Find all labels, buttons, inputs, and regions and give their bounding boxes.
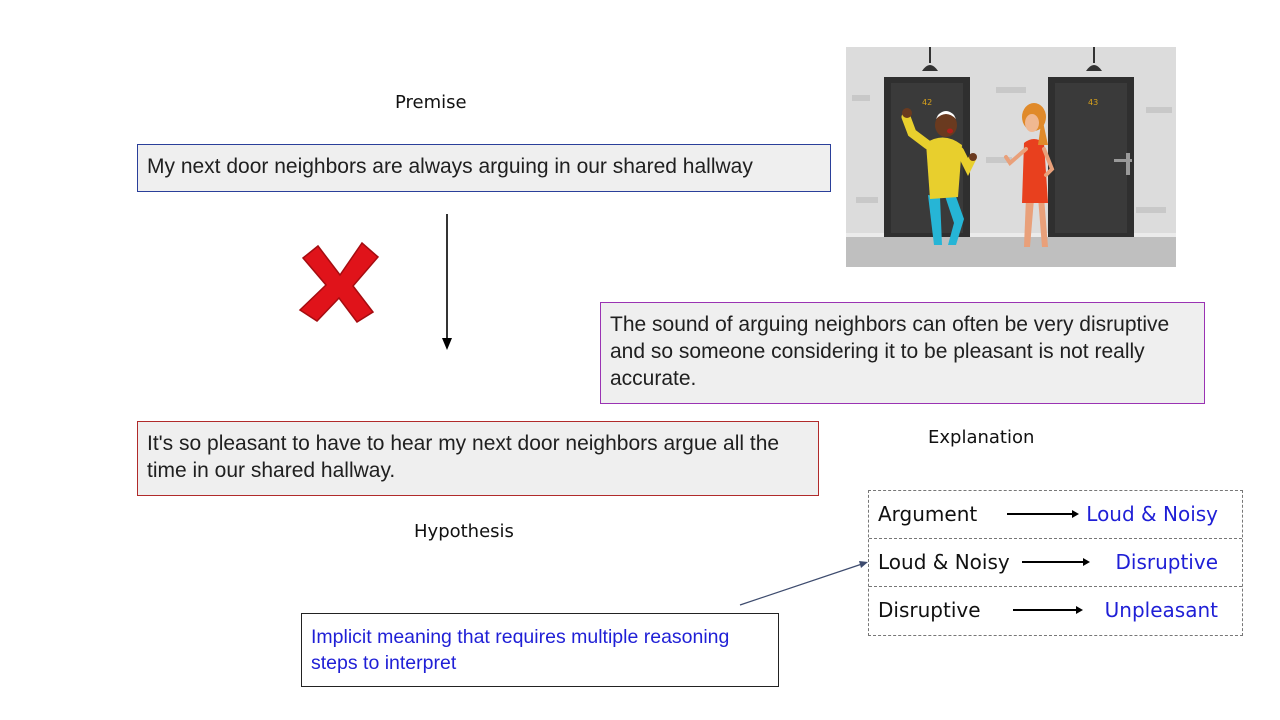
hypothesis-box: It's so pleasant to have to hear my next… xyxy=(137,421,819,496)
reasoning-step-row: Loud & Noisy Disruptive xyxy=(869,539,1242,587)
door-number-left: 42 xyxy=(922,98,932,107)
step-from: Argument xyxy=(878,502,978,526)
neighbors-arguing-illustration: 42 43 xyxy=(846,47,1176,267)
arrow-right-icon xyxy=(1013,606,1083,614)
reasoning-steps-table: Argument Loud & Noisy Loud & Noisy Disru… xyxy=(868,490,1243,636)
premise-text: My next door neighbors are always arguin… xyxy=(147,155,753,178)
arrow-right-icon xyxy=(1007,510,1079,518)
implicit-meaning-text: Implicit meaning that requires multiple … xyxy=(311,626,730,674)
implicit-pointer-arrow xyxy=(739,561,868,606)
step-from: Loud & Noisy xyxy=(878,550,1010,574)
step-to: Unpleasant xyxy=(1104,598,1218,622)
hypothesis-label: Hypothesis xyxy=(414,521,514,542)
implicit-meaning-box: Implicit meaning that requires multiple … xyxy=(301,613,779,687)
arrow-right-icon xyxy=(1022,558,1090,566)
cross-icon xyxy=(298,241,380,324)
step-to: Disruptive xyxy=(1115,550,1218,574)
explanation-box: The sound of arguing neighbors can often… xyxy=(600,302,1205,404)
door-number-right: 43 xyxy=(1088,98,1098,107)
reasoning-step-row: Argument Loud & Noisy xyxy=(869,491,1242,539)
explanation-text: The sound of arguing neighbors can often… xyxy=(610,313,1170,390)
premise-to-hypothesis-arrow xyxy=(442,214,452,350)
premise-box: My next door neighbors are always arguin… xyxy=(137,144,831,192)
hypothesis-text: It's so pleasant to have to hear my next… xyxy=(147,432,780,482)
step-from: Disruptive xyxy=(878,598,981,622)
step-to: Loud & Noisy xyxy=(1086,502,1218,526)
premise-label: Premise xyxy=(395,92,467,113)
reasoning-step-row: Disruptive Unpleasant xyxy=(869,587,1242,635)
explanation-label: Explanation xyxy=(928,427,1035,448)
